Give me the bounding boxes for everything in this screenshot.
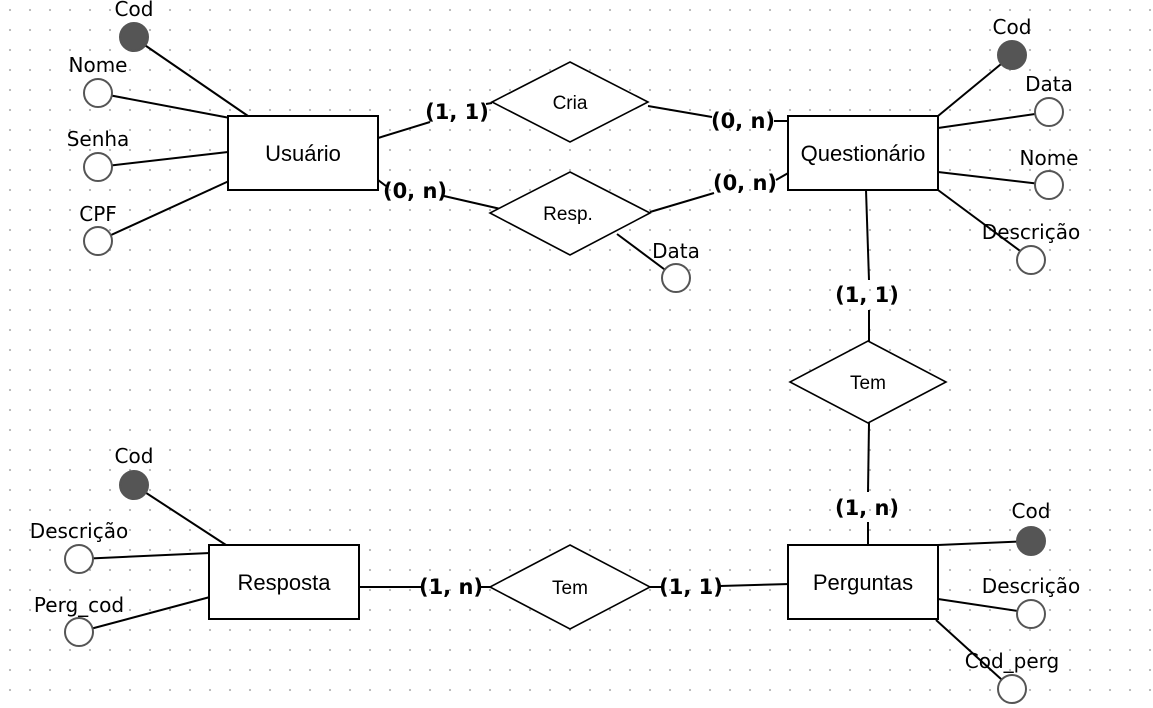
link-usuario-nome bbox=[97, 92, 231, 119]
relationship-resp-label: Resp. bbox=[543, 204, 593, 225]
attribute-usuario-cod-marker bbox=[119, 22, 149, 52]
attribute-questionario-nome-label: Nome bbox=[1020, 146, 1079, 170]
attribute-circles bbox=[64, 22, 1064, 704]
attribute-usuario-nome-label: Nome bbox=[69, 53, 128, 77]
cardinality-tem-questionario: (1, 1) bbox=[835, 283, 899, 307]
link-resposta-cod bbox=[133, 484, 227, 546]
relationship-tem-q-label: Tem bbox=[850, 373, 886, 394]
attribute-usuario-senha-marker bbox=[83, 152, 113, 182]
attribute-labels: Cod Nome Senha CPF Cod Data Nome Descriç… bbox=[30, 0, 1080, 673]
link-usuario-resp bbox=[377, 179, 387, 187]
link-resp-left bbox=[443, 195, 506, 211]
attribute-resposta-descricao-label: Descrição bbox=[30, 519, 128, 543]
cardinality-cria-questionario: (0, n) bbox=[711, 109, 775, 133]
attribute-resp-data-marker bbox=[661, 263, 691, 293]
attribute-usuario-cod-label: Cod bbox=[115, 0, 154, 21]
relationship-tem-questionario-perguntas[interactable]: Tem bbox=[788, 340, 948, 424]
entity-questionario-label: Questionário bbox=[801, 141, 926, 166]
relationship-resp[interactable]: Resp. bbox=[488, 171, 652, 256]
link-resposta-descricao bbox=[78, 552, 211, 560]
link-questionario-cod bbox=[937, 54, 1013, 117]
attribute-usuario-cpf-label: CPF bbox=[79, 202, 117, 226]
link-questionario-nome bbox=[937, 171, 1050, 186]
link-cria-right bbox=[647, 105, 713, 118]
cardinality-labels: (1, 1) (0, n) (0, n) (0, n) (1, 1) (1, n… bbox=[383, 100, 899, 599]
attribute-resposta-perg-cod-label: Perg_cod bbox=[34, 593, 124, 617]
link-perguntas-cod bbox=[937, 540, 1032, 546]
attribute-usuario-cpf-marker bbox=[83, 226, 113, 256]
connector-lines bbox=[78, 36, 1050, 690]
attribute-resp-data-label: Data bbox=[652, 239, 700, 263]
relationship-tem-resposta-perguntas[interactable]: Tem bbox=[488, 544, 652, 630]
relationship-cria[interactable]: Cria bbox=[490, 61, 650, 143]
relationship-cria-label: Cria bbox=[553, 93, 588, 114]
cardinality-cria-usuario: (1, 1) bbox=[425, 100, 489, 124]
attribute-perguntas-descricao-marker bbox=[1016, 599, 1046, 629]
link-questionario-data bbox=[937, 111, 1050, 129]
attribute-resposta-cod-marker bbox=[119, 470, 149, 500]
link-tem-card-bottom bbox=[867, 422, 870, 493]
entity-perguntas-label: Perguntas bbox=[813, 570, 913, 595]
attribute-usuario-senha-label: Senha bbox=[67, 127, 130, 151]
entity-perguntas[interactable]: Perguntas bbox=[787, 544, 939, 620]
attribute-perguntas-cod-perg-marker bbox=[997, 674, 1027, 704]
cardinality-resp-questionario: (0, n) bbox=[713, 171, 777, 195]
cardinality-resp-usuario: (0, n) bbox=[383, 179, 447, 203]
attribute-questionario-data-marker bbox=[1034, 97, 1064, 127]
link-questionario-tem bbox=[865, 189, 870, 281]
link-usuario-cria bbox=[377, 121, 431, 139]
attribute-usuario-nome-marker bbox=[83, 78, 113, 108]
link-resp-right bbox=[649, 192, 715, 213]
link-questionario-descricao bbox=[937, 189, 1032, 260]
attribute-perguntas-cod-perg-label: Cod_perg bbox=[965, 649, 1059, 673]
attribute-perguntas-descricao-label: Descrição bbox=[982, 574, 1080, 598]
entity-usuario-label: Usuário bbox=[265, 141, 341, 166]
entity-resposta[interactable]: Resposta bbox=[208, 544, 360, 620]
attribute-questionario-descricao-label: Descrição bbox=[982, 220, 1080, 244]
cardinality-tem-perguntas: (1, n) bbox=[835, 496, 899, 520]
link-card-perguntas-r bbox=[719, 583, 791, 587]
cardinality-tem-perguntas-resposta: (1, 1) bbox=[659, 575, 723, 599]
attribute-questionario-cod-marker bbox=[997, 40, 1027, 70]
link-cria-left bbox=[485, 102, 493, 105]
entity-usuario[interactable]: Usuário bbox=[227, 115, 379, 191]
link-perguntas-descricao bbox=[937, 598, 1032, 614]
attribute-perguntas-cod-label: Cod bbox=[1012, 499, 1051, 523]
attribute-questionario-cod-label: Cod bbox=[993, 15, 1032, 39]
cardinality-tem-resposta: (1, n) bbox=[419, 575, 483, 599]
attribute-questionario-nome-marker bbox=[1034, 170, 1064, 200]
attribute-questionario-descricao-marker bbox=[1016, 245, 1046, 275]
link-perguntas-cod-perg bbox=[935, 619, 1013, 690]
attribute-perguntas-cod-marker bbox=[1016, 526, 1046, 556]
link-resposta-perg-cod bbox=[78, 596, 211, 633]
attribute-resposta-descricao-marker bbox=[64, 544, 94, 574]
link-usuario-senha bbox=[97, 151, 229, 168]
entity-questionario[interactable]: Questionário bbox=[787, 115, 939, 191]
attribute-questionario-data-label: Data bbox=[1025, 72, 1073, 96]
attribute-resposta-perg-cod-marker bbox=[64, 617, 94, 647]
link-usuario-cpf bbox=[97, 180, 230, 242]
entity-resposta-label: Resposta bbox=[238, 570, 332, 595]
link-usuario-cod bbox=[132, 36, 249, 117]
relationship-tem-r-label: Tem bbox=[552, 578, 588, 599]
attribute-resposta-cod-label: Cod bbox=[115, 444, 154, 468]
